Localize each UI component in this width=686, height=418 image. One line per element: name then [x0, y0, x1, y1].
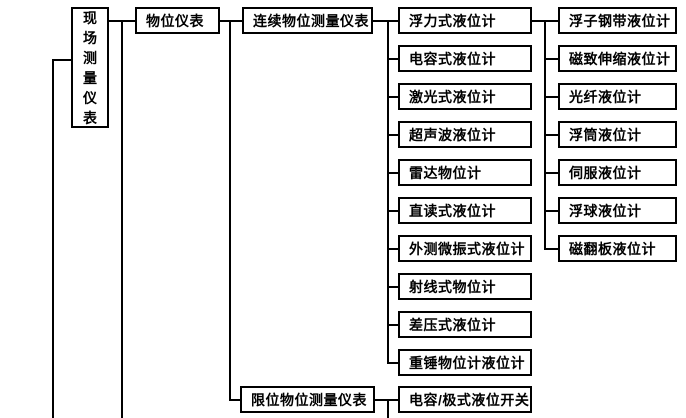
- node-magnetic-flap-level-gauge: 磁翻板液位计: [558, 235, 677, 262]
- node-label: 磁致伸缩液位计: [569, 50, 671, 67]
- node-label: 直读式液位计: [409, 202, 496, 219]
- connector-branch-ultrasonic: [387, 133, 398, 136]
- node-capacitance-pole-level-switch: 电容/极式液位开关: [398, 386, 532, 413]
- node-level-instruments: 物位仪表: [135, 7, 220, 34]
- connector-continuous-to-children: [373, 19, 398, 22]
- node-external-microvibration-level-gauge: 外测微振式液位计: [398, 235, 532, 262]
- connector-branch-capacitive: [387, 57, 398, 60]
- node-label: 磁翻板液位计: [569, 240, 656, 257]
- node-label: 激光式液位计: [409, 88, 496, 105]
- node-label: 连续物位测量仪表: [253, 12, 369, 29]
- node-label: 浮力式液位计: [409, 12, 496, 29]
- node-label: 雷达物位计: [409, 164, 482, 181]
- connector-branch-external-microvibration: [387, 247, 398, 250]
- node-radar-level-gauge: 雷达物位计: [398, 159, 532, 186]
- node-limit-level-measurement: 限位物位测量仪表: [240, 386, 375, 413]
- node-label: 限位物位测量仪表: [251, 391, 367, 408]
- node-direct-reading-level-gauge: 直读式液位计: [398, 197, 532, 224]
- connector-level2-children-trunk: [229, 19, 231, 401]
- node-continuous-level-measurement: 连续物位测量仪表: [242, 7, 373, 34]
- node-label: 电容式液位计: [409, 50, 496, 67]
- connector-level2-to-continuous: [220, 19, 242, 22]
- connector-branch-differential-pressure: [387, 323, 398, 326]
- connector-left-trunk: [52, 59, 54, 418]
- connector-branch-heavy-hammer: [387, 361, 398, 364]
- connector-branch-magnetostrictive: [544, 57, 558, 60]
- node-label: 浮筒液位计: [569, 126, 642, 143]
- node-label: 电容/极式液位开关: [409, 391, 530, 408]
- connector-root-children-trunk: [121, 19, 123, 418]
- node-label: 物位仪表: [146, 12, 204, 29]
- connector-branch-float-ball: [544, 209, 558, 212]
- connector-trunk-to-limit: [229, 398, 242, 401]
- connector-limit-to-children: [375, 398, 398, 401]
- node-radiation-level-gauge: 射线式物位计: [398, 273, 532, 300]
- connector-branch-buoy: [544, 133, 558, 136]
- connector-branch-magnetic-flap: [544, 247, 558, 250]
- node-field-measurement-instruments: 现场测量仪表: [71, 7, 109, 128]
- connector-limit-children-trunk: [387, 398, 389, 418]
- node-label: 差压式液位计: [409, 316, 496, 333]
- node-magnetostrictive-level-gauge: 磁致伸缩液位计: [558, 45, 677, 72]
- node-label: 伺服液位计: [569, 164, 642, 181]
- connector-branch-radiation: [387, 285, 398, 288]
- node-label: 外测微振式液位计: [409, 240, 525, 257]
- node-label: 浮球液位计: [569, 202, 642, 219]
- node-optical-fiber-level-gauge: 光纤液位计: [558, 83, 677, 110]
- node-label: 重锤物位计液位计: [409, 354, 525, 371]
- node-label: 超声波液位计: [409, 126, 496, 143]
- node-ultrasonic-level-gauge: 超声波液位计: [398, 121, 532, 148]
- node-float-steel-belt-level-gauge: 浮子钢带液位计: [558, 7, 677, 34]
- node-differential-pressure-level-gauge: 差压式液位计: [398, 311, 532, 338]
- node-float-ball-level-gauge: 浮球液位计: [558, 197, 677, 224]
- node-label: 射线式物位计: [409, 278, 496, 295]
- node-laser-level-gauge: 激光式液位计: [398, 83, 532, 110]
- node-heavy-hammer-level-gauge: 重锤物位计液位计: [398, 349, 532, 376]
- connector-branch-optical-fiber: [544, 95, 558, 98]
- node-buoy-level-gauge: 浮筒液位计: [558, 121, 677, 148]
- connector-branch-laser: [387, 95, 398, 98]
- node-buoyancy-level-gauge: 浮力式液位计: [398, 7, 532, 34]
- node-label: 光纤液位计: [569, 88, 642, 105]
- connector-branch-radar: [387, 171, 398, 174]
- connector-root-left-stub: [52, 59, 71, 61]
- node-label: 浮子钢带液位计: [569, 12, 671, 29]
- connector-continuous-children-trunk: [387, 19, 389, 364]
- node-capacitive-level-gauge: 电容式液位计: [398, 45, 532, 72]
- connector-branch-servo: [544, 171, 558, 174]
- node-label: 现场测量仪表: [83, 9, 97, 126]
- connector-branch-direct-reading: [387, 209, 398, 212]
- node-servo-level-gauge: 伺服液位计: [558, 159, 677, 186]
